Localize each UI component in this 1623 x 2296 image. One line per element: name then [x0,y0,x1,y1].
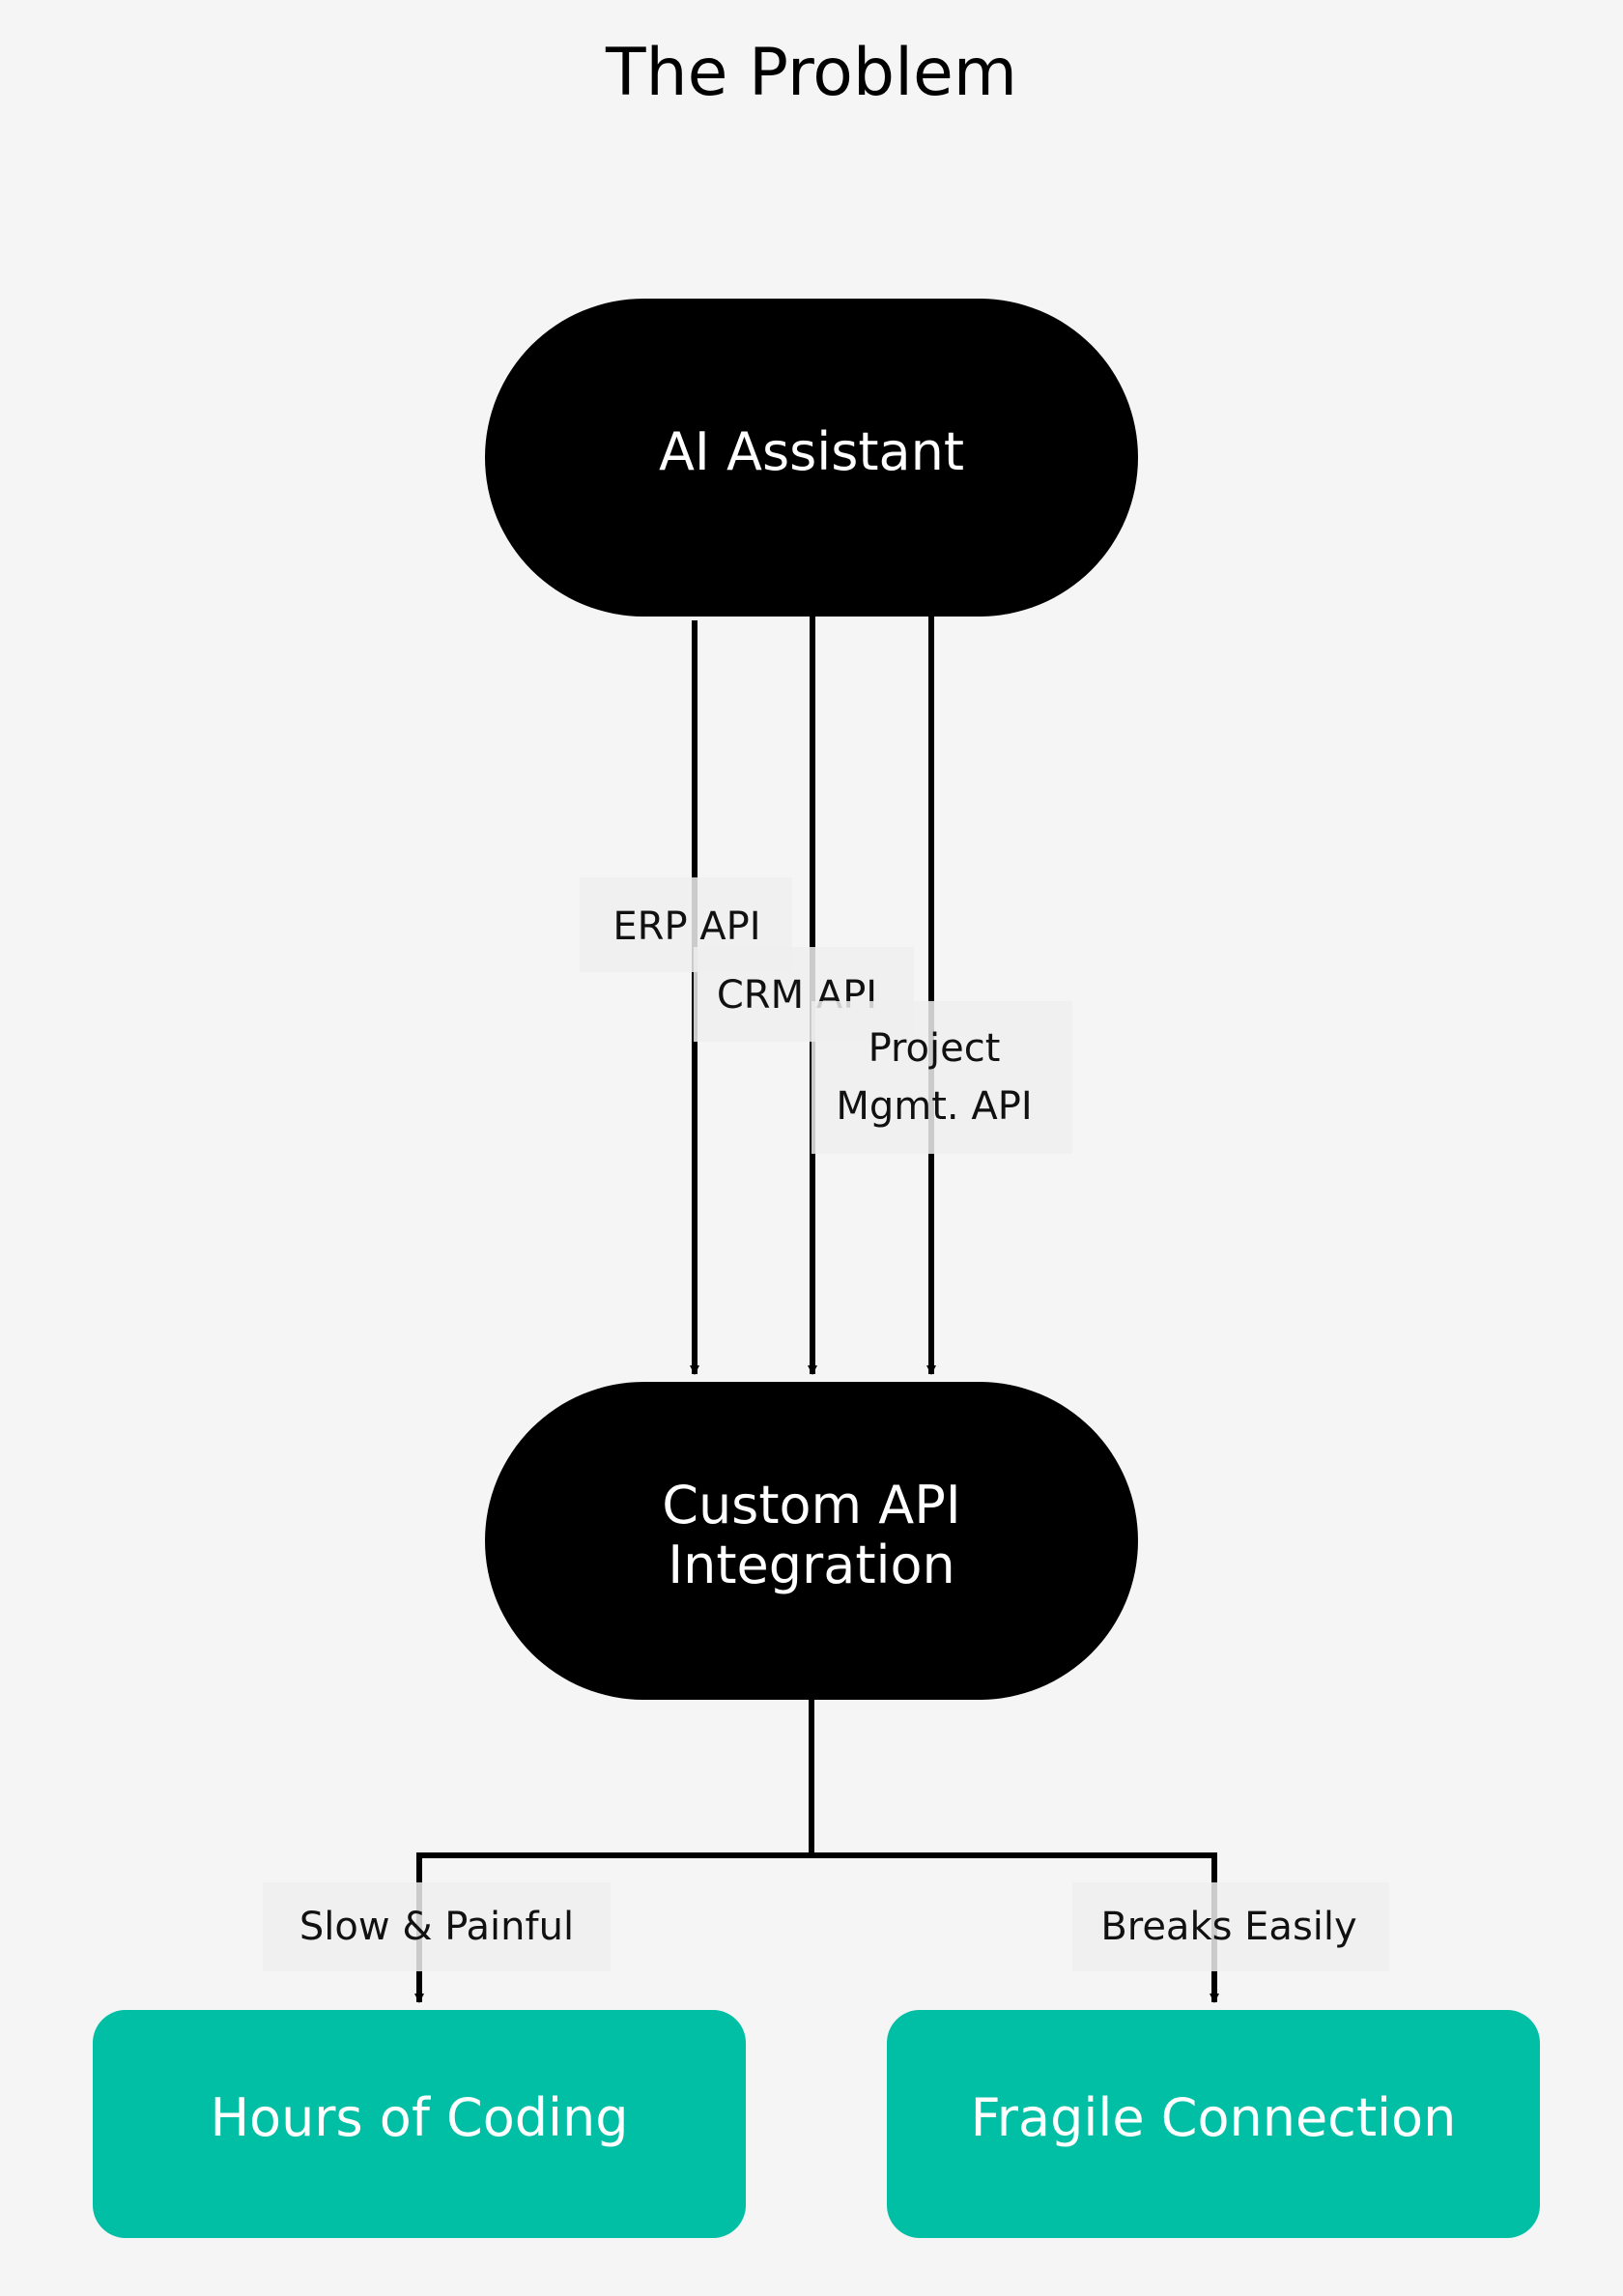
node-fragile-connection: Fragile Connection [887,2010,1540,2238]
custom-api-label-line2: Integration [668,1535,955,1595]
project-mgmt-label-line2: Mgmt. API [836,1084,1032,1129]
breaks-label-bg [1072,1882,1389,1971]
edge-label-slow: Slow & Painful [263,1882,611,1971]
fragile-connection-label: Fragile Connection [971,2087,1457,2148]
node-ai-assistant: AI Assistant [485,299,1138,617]
ai-assistant-label: AI Assistant [659,421,964,482]
ai-assistant-shape [485,299,1138,617]
slow-label: Slow & Painful [299,1905,574,1949]
custom-api-shape [485,1382,1138,1700]
diagram-title: The Problem [605,35,1017,111]
slow-label-bg [263,1882,611,1971]
hours-of-coding-label: Hours of Coding [210,2087,628,2148]
node-custom-api-integration: Custom API Integration [485,1382,1138,1700]
edge-label-breaks: Breaks Easily [1072,1882,1389,1971]
fragile-connection-shape [887,2010,1540,2238]
custom-api-label-line1: Custom API [662,1475,960,1535]
hours-of-coding-shape [93,2010,746,2238]
project-mgmt-label-line1: Project [868,1026,1001,1071]
edge-label-erp: ERP API [580,877,792,972]
node-hours-of-coding: Hours of Coding [93,2010,746,2238]
project-mgmt-label-bg [812,1001,1072,1154]
edge-label-project-mgmt: Project Mgmt. API [812,1001,1072,1154]
breaks-label: Breaks Easily [1100,1905,1356,1949]
erp-label: ERP API [612,904,760,949]
